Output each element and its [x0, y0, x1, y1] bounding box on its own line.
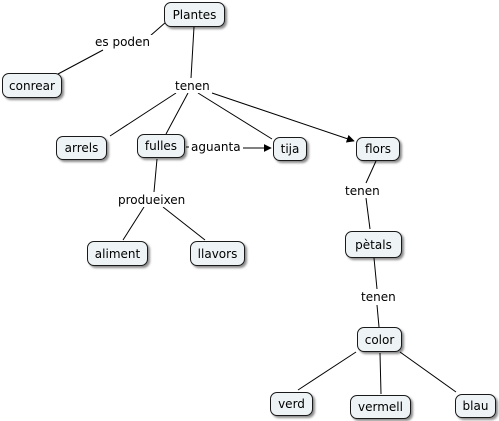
concept-arrels-label: arrels: [64, 141, 99, 155]
edge-flors-tenen: [365, 160, 377, 184]
concept-plantes-label: Plantes: [172, 7, 217, 22]
link-aguanta: aguanta: [189, 140, 243, 154]
concept-conrear-label: conrear: [9, 78, 55, 93]
concept-color[interactable]: color: [357, 327, 402, 352]
concept-petals-label: pètals: [355, 237, 392, 252]
link-tenen-plantes: tenen: [173, 79, 212, 93]
concept-llavors[interactable]: llavors: [190, 241, 245, 266]
concept-flors[interactable]: flors: [356, 137, 400, 161]
concept-flors-label: flors: [364, 142, 392, 156]
concept-blau-label: blau: [462, 399, 489, 413]
edge-plantes-tenen: [190, 26, 195, 79]
edge-tenen-fulles: [165, 92, 189, 135]
concept-vermell[interactable]: vermell: [350, 395, 411, 419]
concept-tija[interactable]: tija: [273, 137, 307, 161]
edge-color-blau: [399, 351, 457, 393]
concept-plantes[interactable]: Plantes: [164, 2, 225, 27]
link-es-poden: es poden: [93, 35, 153, 49]
concept-color-label: color: [364, 332, 395, 347]
concept-fulles[interactable]: fulles: [137, 134, 185, 158]
concept-verd[interactable]: verd: [270, 392, 313, 416]
concept-aliment-label: aliment: [94, 246, 141, 261]
edge-produeixen-aliment: [122, 206, 145, 241]
concept-llavors-label: llavors: [197, 246, 238, 261]
concept-conrear[interactable]: conrear: [2, 73, 62, 98]
edge-tenen-color: [376, 304, 380, 328]
concept-fulles-label: fulles: [144, 139, 178, 153]
edge-fulles-produeixen: [153, 158, 158, 193]
concept-tija-label: tija: [280, 142, 300, 156]
edge-plantes-espoden: [149, 21, 167, 37]
edge-tenen-petals: [365, 197, 371, 230]
concept-blau[interactable]: blau: [455, 394, 496, 418]
concept-arrels[interactable]: arrels: [56, 136, 107, 160]
edge-tenen-arrels: [109, 92, 177, 137]
link-produeixen: produeixen: [116, 193, 188, 207]
edge-color-vermell: [379, 352, 382, 395]
edge-tenen-flors: [211, 92, 355, 143]
link-tenen-petals: tenen: [359, 290, 398, 304]
concept-vermell-label: vermell: [358, 400, 403, 414]
edge-tenen-tija: [197, 92, 273, 140]
edge-espoden-conrear: [57, 49, 104, 75]
link-tenen-flors: tenen: [343, 184, 382, 198]
edge-color-verd: [297, 351, 357, 391]
edge-produeixen-llavors: [162, 206, 206, 241]
concept-petals[interactable]: pètals: [345, 231, 402, 258]
concept-aliment[interactable]: aliment: [87, 241, 148, 266]
edge-petals-tenen: [373, 257, 378, 290]
concept-verd-label: verd: [278, 397, 305, 411]
